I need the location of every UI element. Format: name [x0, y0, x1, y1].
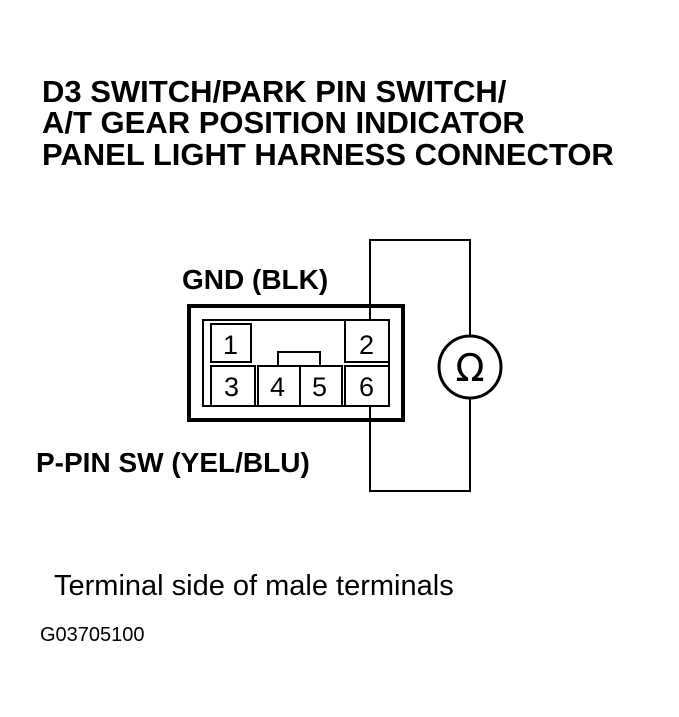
- pin-label-6: 6: [359, 372, 374, 402]
- ohm-symbol: Ω: [455, 346, 484, 390]
- pin-label-1: 1: [223, 330, 238, 360]
- terminal-2: [344, 319, 390, 363]
- pin-label-3: 3: [224, 372, 239, 402]
- test-lead-lower: [369, 398, 471, 492]
- terminal-3: [210, 365, 256, 407]
- title-line-1: D3 SWITCH/PARK PIN SWITCH/: [42, 74, 507, 109]
- connector-lock-tab: [277, 351, 321, 367]
- ppin-label: P-PIN SW (YEL/BLU): [36, 447, 310, 478]
- pin-label-5: 5: [312, 372, 327, 402]
- gnd-label: GND (BLK): [182, 264, 328, 295]
- title-line-2: A/T GEAR POSITION INDICATOR: [42, 105, 525, 140]
- terminal-6: [344, 365, 390, 407]
- test-lead-upper: [369, 239, 471, 336]
- figure-code: G03705100: [40, 624, 145, 646]
- ohmmeter-icon: Ω: [437, 334, 503, 400]
- pin-label-2: 2: [359, 330, 374, 360]
- pin-label-4: 4: [270, 372, 285, 402]
- title-line-3: PANEL LIGHT HARNESS CONNECTOR: [42, 137, 614, 172]
- caption: Terminal side of male terminals: [54, 570, 454, 602]
- terminal-5: [299, 365, 343, 407]
- connector-housing: [187, 304, 405, 422]
- terminal-1: [210, 323, 252, 363]
